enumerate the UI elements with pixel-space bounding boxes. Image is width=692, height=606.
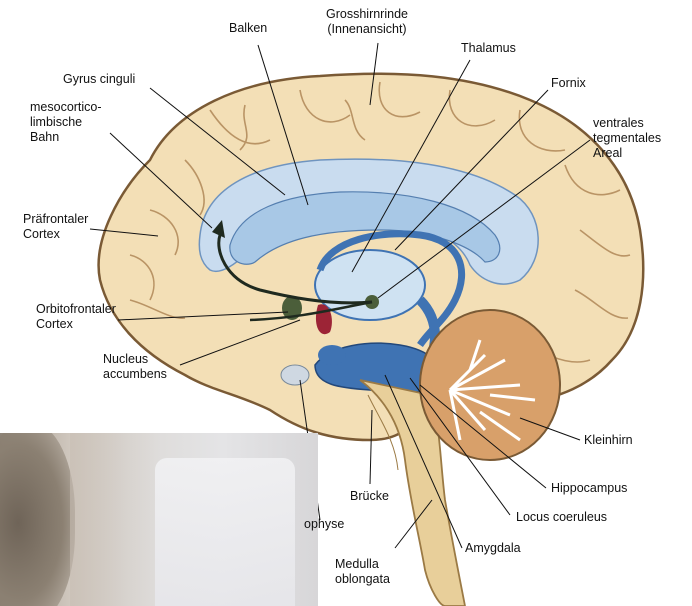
label-hippocampus: Hippocampus — [551, 481, 627, 496]
label-kleinhirn: Kleinhirn — [584, 433, 633, 448]
label-ventrales-tegmentales-areal: ventrales tegmentales Areal — [593, 116, 661, 161]
label-nucleus-accumbens: Nucleus accumbens — [103, 352, 167, 382]
label-orbitofrontaler-cortex: Orbitofrontaler Cortex — [36, 302, 116, 332]
label-bruecke: Brücke — [350, 489, 389, 504]
label-fornix: Fornix — [551, 76, 586, 91]
label-balken: Balken — [229, 21, 267, 36]
label-amygdala: Amygdala — [465, 541, 521, 556]
label-mesocorticolimbische-bahn: mesocortico- limbische Bahn — [30, 100, 102, 145]
photo-blur-dark — [0, 433, 75, 606]
label-praefrontaler-cortex: Präfrontaler Cortex — [23, 212, 88, 242]
overlay-photo — [0, 433, 318, 606]
cerebellum — [420, 310, 560, 460]
photo-blur-light — [155, 458, 295, 606]
label-medulla-oblongata: Medulla oblongata — [335, 557, 390, 587]
label-locus-coeruleus: Locus coeruleus — [516, 510, 607, 525]
label-hypophyse: ophyse — [304, 517, 344, 532]
hypophyse-marker — [281, 365, 309, 385]
photo-blur-mid — [70, 433, 160, 606]
label-thalamus: Thalamus — [461, 41, 516, 56]
amygdala-marker — [318, 345, 346, 365]
label-grosshirnrinde: Grosshirnrinde (Innenansicht) — [326, 7, 408, 37]
label-gyrus-cinguli: Gyrus cinguli — [63, 72, 135, 87]
